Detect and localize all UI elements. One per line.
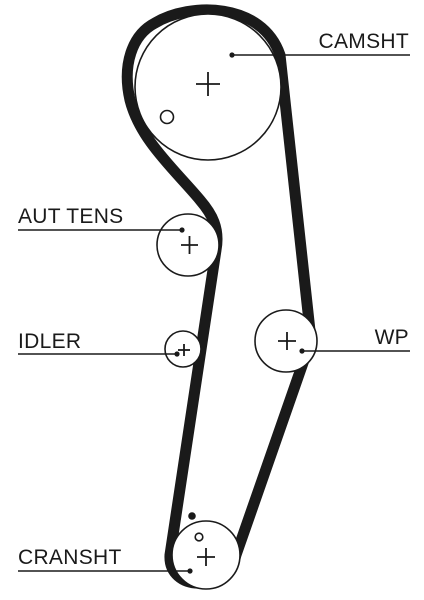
idler-label: IDLER xyxy=(18,330,81,353)
auto-tensioner-label: AUT TENS xyxy=(18,205,123,228)
crankshaft-timing-dot xyxy=(188,512,196,520)
water-pump-label: WP xyxy=(375,326,409,349)
crankshaft-timing-mark-small xyxy=(194,532,204,542)
auto-tensioner-leader-dot xyxy=(179,227,185,233)
water-pump-pulley xyxy=(254,309,318,373)
auto-tensioner-pulley xyxy=(156,213,220,277)
crankshaft-label: CRANSHT xyxy=(18,546,122,569)
water-pump-leader-dot xyxy=(299,348,305,354)
camshaft-label: CAMSHT xyxy=(319,30,409,53)
camshaft-pulley xyxy=(134,13,282,161)
camshaft-timing-mark xyxy=(159,109,175,125)
crankshaft-leader-dot xyxy=(187,568,193,574)
idler-leader-dot xyxy=(174,351,180,357)
camshaft-leader-dot xyxy=(229,52,235,58)
crankshaft-pulley xyxy=(171,512,241,590)
idler-pulley xyxy=(164,330,202,368)
